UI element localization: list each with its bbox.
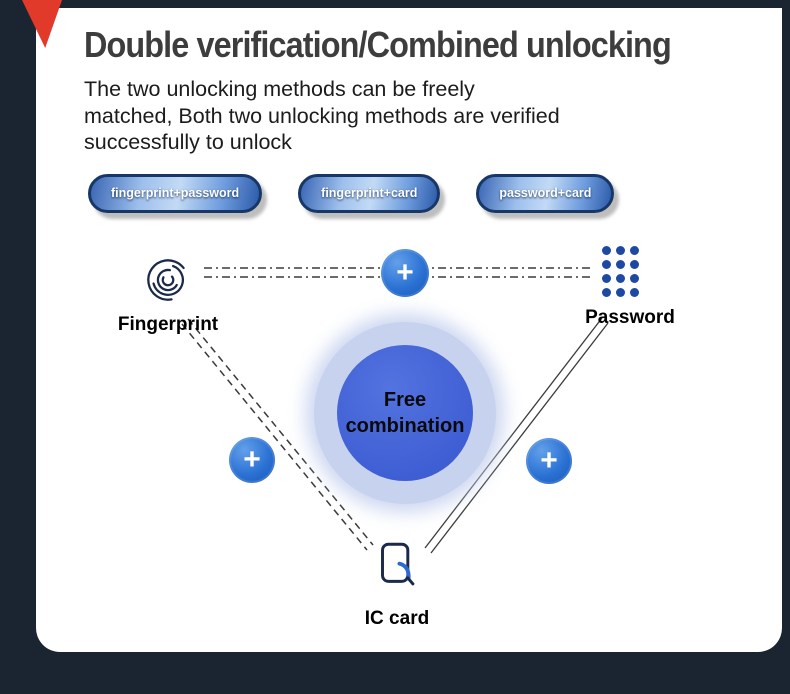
keypad-dots-icon [602,246,639,297]
free-combination-circle: Free combination [337,345,473,481]
pill-password-card: password+card [476,173,615,213]
method-pills: fingerprint+password fingerprint+card pa… [88,173,782,213]
pill-fingerprint-password: fingerprint+password [88,173,263,213]
plus-icon-right: + [526,438,572,484]
content-panel: Double verification/Combined unlocking T… [36,8,782,652]
combination-diagram: + + + Free combination Fingerprint Passw… [36,228,782,652]
page-title: Double verification/Combined unlocking [84,24,672,65]
ic-card-label: IC card [364,608,430,629]
page-subtitle: The two unlocking methods can be freely … [84,77,560,155]
fingerprint-label: Fingerprint [117,314,219,335]
plus-icon-left: + [229,437,275,483]
connector-lines [181,267,609,554]
free-combination-label: Free combination [345,389,465,437]
pill-fingerprint-card: fingerprint+card [298,173,441,213]
center-circle-halo: Free combination [314,322,496,504]
fingerprint-icon [147,259,189,301]
ic-card-icon [381,542,415,586]
password-label: Password [585,307,675,328]
plus-icon-top: + [381,249,429,297]
